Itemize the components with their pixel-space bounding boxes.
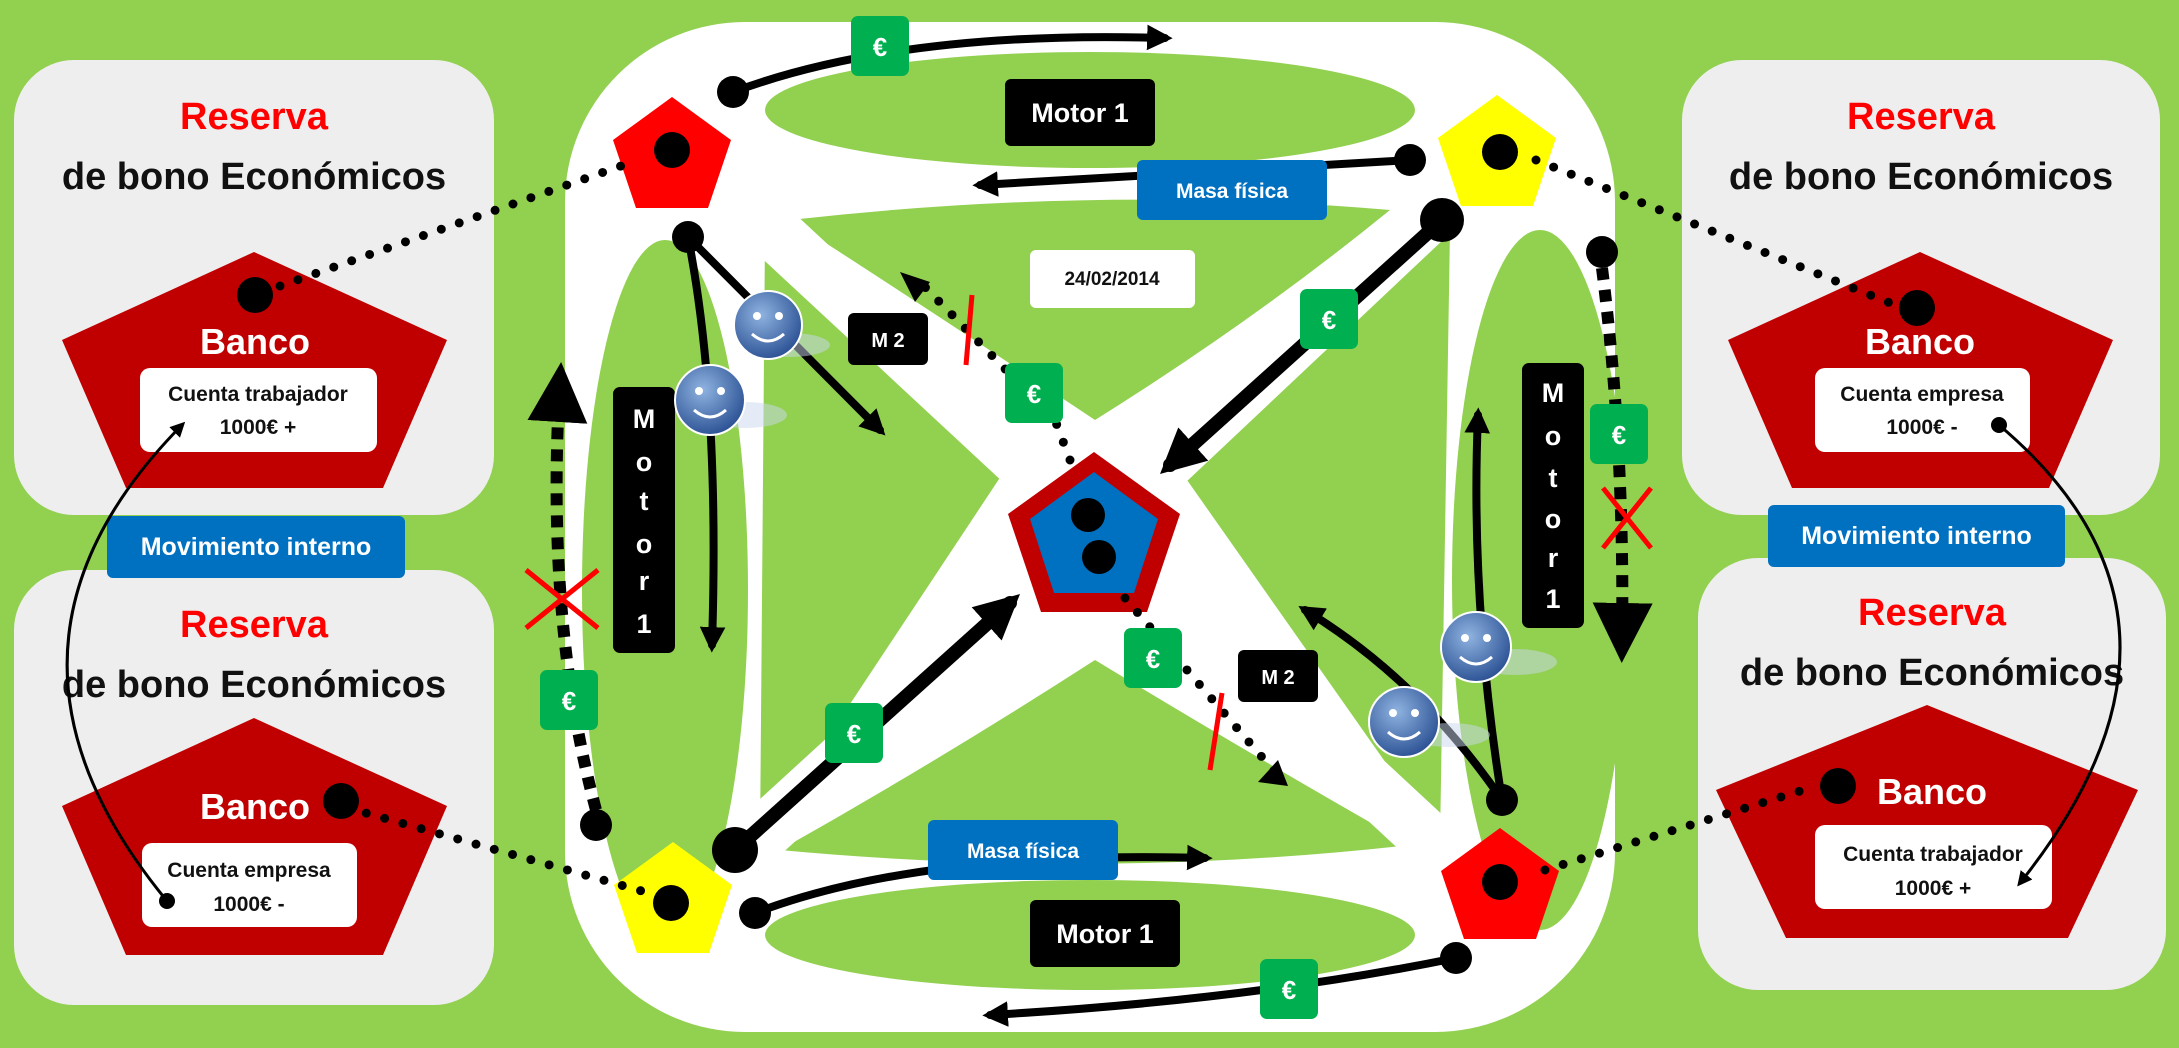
masa-fisica-label: Masa física xyxy=(1176,180,1288,203)
svg-text:Cuenta empresa: Cuenta empresa xyxy=(1840,383,2004,406)
svg-text:€: € xyxy=(1612,420,1626,450)
svg-text:Cuenta empresa: Cuenta empresa xyxy=(167,859,331,882)
account-box: Cuenta empresa 1000€ - xyxy=(1815,368,2030,452)
bank-label: Banco xyxy=(1865,321,1975,362)
svg-text:€: € xyxy=(847,719,861,749)
svg-text:1: 1 xyxy=(636,609,651,639)
svg-text:o: o xyxy=(1545,421,1562,451)
svg-text:Cuenta trabajador: Cuenta trabajador xyxy=(1843,843,2023,866)
svg-text:r: r xyxy=(639,566,650,596)
date-label: 24/02/2014 xyxy=(1064,269,1160,290)
svg-text:1000€ +: 1000€ + xyxy=(220,416,297,439)
svg-text:t: t xyxy=(640,486,649,516)
bank-label: Banco xyxy=(200,786,310,827)
svg-text:1000€ +: 1000€ + xyxy=(1895,877,1972,900)
svg-text:€: € xyxy=(873,32,887,62)
account-box: Cuenta trabajador 1000€ + xyxy=(1815,825,2052,909)
svg-text:t: t xyxy=(1549,463,1558,493)
svg-text:1000€ -: 1000€ - xyxy=(213,893,284,916)
bank-label: Banco xyxy=(1877,771,1987,812)
svg-text:€: € xyxy=(1322,305,1336,335)
svg-text:1: 1 xyxy=(1545,584,1560,614)
m2-label: M 2 xyxy=(871,330,904,352)
svg-text:r: r xyxy=(1548,543,1559,573)
svg-text:M: M xyxy=(633,404,656,434)
bank-label: Banco xyxy=(200,321,310,362)
svg-text:o: o xyxy=(636,447,653,477)
m2-label: M 2 xyxy=(1261,667,1294,689)
svg-text:€: € xyxy=(1027,379,1041,409)
masa-fisica-label: Masa física xyxy=(967,840,1079,863)
svg-text:Cuenta trabajador: Cuenta trabajador xyxy=(168,383,348,406)
motor-top-label: Motor 1 xyxy=(1031,98,1129,128)
account-box: Cuenta trabajador 1000€ + xyxy=(140,368,377,452)
svg-text:€: € xyxy=(562,686,576,716)
svg-text:€: € xyxy=(1146,644,1160,674)
svg-text:o: o xyxy=(636,529,653,559)
motor-bottom-label: Motor 1 xyxy=(1056,919,1154,949)
svg-text:M: M xyxy=(1542,378,1565,408)
svg-text:o: o xyxy=(1545,504,1562,534)
svg-text:1000€ -: 1000€ - xyxy=(1886,416,1957,439)
account-box: Cuenta empresa 1000€ - xyxy=(142,843,357,927)
svg-text:€: € xyxy=(1282,975,1296,1005)
